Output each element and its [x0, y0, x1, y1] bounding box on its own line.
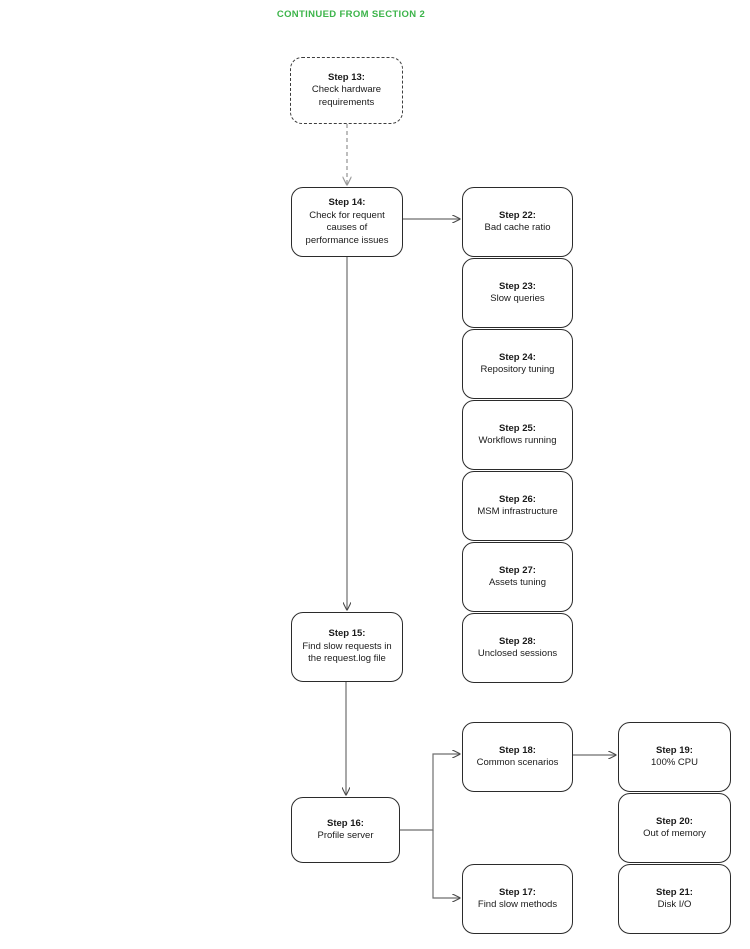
node-step-21-desc: Disk I/O [657, 899, 692, 910]
node-step-15-title: Step 15: [328, 628, 366, 640]
node-step-20-desc: Out of memory [643, 828, 706, 839]
node-step-16-desc: Profile server [317, 830, 374, 841]
node-step-14-desc: Check for requent causes of performance … [305, 209, 389, 246]
node-step-18[interactable]: Step 18: Common scenarios [462, 722, 573, 792]
node-step-22[interactable]: Step 22: Bad cache ratio [462, 187, 573, 257]
node-step-25-desc: Workflows running [478, 435, 557, 446]
node-step-20-title: Step 20: [656, 815, 693, 827]
node-step-24[interactable]: Step 24: Repository tuning [462, 329, 573, 399]
node-step-26-desc: MSM infrastructure [477, 506, 558, 517]
node-step-14-title: Step 14: [328, 197, 366, 208]
node-step-26[interactable]: Step 26: MSM infrastructure [462, 471, 573, 541]
node-step-19-title: Step 19: [656, 744, 693, 756]
node-step-23[interactable]: Step 23: Slow queries [462, 258, 573, 328]
node-step-17[interactable]: Step 17: Find slow methods [462, 864, 573, 934]
node-step-23-title: Step 23: [499, 280, 536, 292]
node-step-19-desc: 100% CPU [651, 757, 698, 768]
node-step-25-title: Step 25: [499, 422, 536, 434]
node-step-26-title: Step 26: [499, 493, 536, 505]
node-step-13-title: Step 13: [328, 71, 365, 83]
node-step-27-desc: Assets tuning [488, 577, 547, 588]
node-step-24-title: Step 24: [499, 351, 536, 363]
node-step-13[interactable]: Step 13: Check hardware requirements [290, 57, 403, 124]
node-step-20[interactable]: Step 20: Out of memory [618, 793, 731, 863]
node-step-21[interactable]: Step 21: Disk I/O [618, 864, 731, 934]
node-step-16[interactable]: Step 16: Profile server [291, 797, 400, 863]
node-step-13-desc: Check hardware requirements [311, 84, 382, 108]
node-step-28-title: Step 28: [499, 635, 536, 647]
continued-from-section-label: CONTINUED FROM SECTION 2 [276, 9, 426, 20]
node-step-27[interactable]: Step 27: Assets tuning [462, 542, 573, 612]
node-step-27-title: Step 27: [499, 564, 536, 576]
node-step-22-desc: Bad cache ratio [484, 222, 551, 233]
node-step-24-desc: Repository tuning [480, 364, 555, 375]
node-step-15-desc: Find slow requests in the request.log fi… [302, 640, 392, 665]
node-step-15[interactable]: Step 15: Find slow requests in the reque… [291, 612, 403, 682]
node-step-18-desc: Common scenarios [476, 757, 559, 768]
node-step-25[interactable]: Step 25: Workflows running [462, 400, 573, 470]
node-step-28[interactable]: Step 28: Unclosed sessions [462, 613, 573, 683]
node-step-22-title: Step 22: [499, 209, 536, 221]
edge-step16-to-step17 [432, 830, 460, 898]
node-step-19[interactable]: Step 19: 100% CPU [618, 722, 731, 792]
node-step-17-desc: Find slow methods [477, 899, 558, 910]
node-step-23-desc: Slow queries [490, 293, 545, 304]
edge-step16-to-step18 [400, 754, 460, 831]
node-step-14[interactable]: Step 14: Check for requent causes of per… [291, 187, 403, 257]
node-step-16-title: Step 16: [327, 817, 364, 829]
node-step-28-desc: Unclosed sessions [477, 648, 558, 659]
node-step-18-title: Step 18: [499, 744, 536, 756]
node-step-17-title: Step 17: [499, 886, 536, 898]
node-step-21-title: Step 21: [656, 886, 693, 898]
